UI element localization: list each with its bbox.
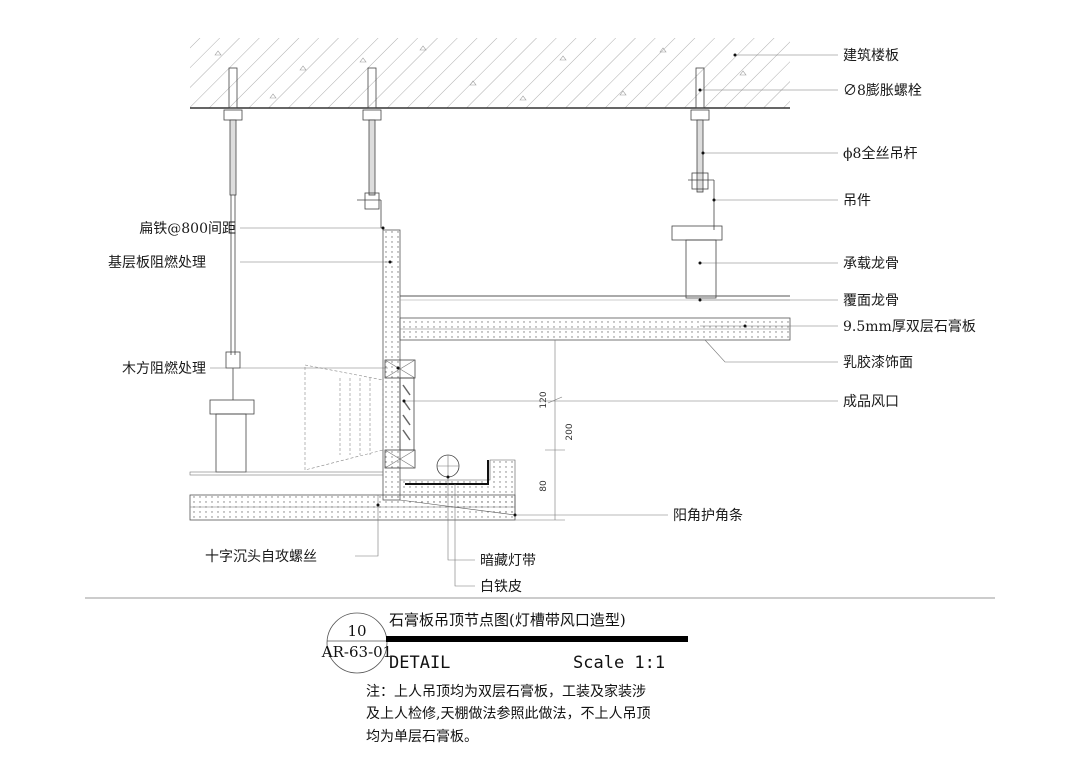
label-flat-iron: 扁铁@800间距 xyxy=(139,221,236,237)
label-latex-paint: 乳胶漆饰面 xyxy=(843,354,913,371)
detail-title: 石膏板吊顶节点图(灯槽带风口造型) xyxy=(389,611,626,629)
detail-circle xyxy=(326,612,388,674)
hanger-rods xyxy=(209,67,723,473)
detail-label: DETAIL xyxy=(389,653,450,673)
note-line-1: 注：上人吊顶均为双层石膏板，工装及家装涉 xyxy=(366,683,646,700)
label-anchor-bolt: ∅8膨胀螺栓 xyxy=(843,82,922,99)
label-gypsum-board: 9.5mm厚双层石膏板 xyxy=(843,318,976,335)
label-hidden-light: 暗藏灯带 xyxy=(480,553,536,569)
scale-label: Scale 1:1 xyxy=(573,653,665,673)
label-base-board: 基层板阻燃处理 xyxy=(108,254,206,271)
concrete-slab xyxy=(190,38,790,109)
label-corner-guard: 阳角护角条 xyxy=(673,507,743,524)
detail-number: 10 xyxy=(347,622,366,640)
title-block: 10 AR-63-01 石膏板吊顶节点图(灯槽带风口造型) DETAIL Sca… xyxy=(321,611,688,674)
leader-lines xyxy=(210,54,838,587)
ceiling-structure xyxy=(189,229,791,521)
label-vent: 成品风口 xyxy=(843,394,899,410)
label-wood-batten: 木方阻燃处理 xyxy=(122,360,206,377)
label-screw: 十字沉头自攻螺丝 xyxy=(205,549,317,565)
leader-dots xyxy=(376,53,747,517)
label-slab: 建筑楼板 xyxy=(843,48,899,64)
note-line-3: 均为单层石膏板。 xyxy=(366,728,478,745)
label-hanger: 吊件 xyxy=(843,193,871,209)
dimension-lines: 120 200 80 xyxy=(515,339,575,521)
dim-lower: 80 xyxy=(539,480,549,492)
dim-upper: 120 xyxy=(539,391,549,408)
label-threaded-rod: ϕ8全丝吊杆 xyxy=(843,145,917,162)
sheet-number: AR-63-01 xyxy=(321,643,392,661)
label-cover-keel: 覆面龙骨 xyxy=(843,293,899,309)
label-tin-sheet: 白铁皮 xyxy=(480,579,522,595)
label-main-keel: 承载龙骨 xyxy=(843,256,899,272)
dim-total: 200 xyxy=(565,423,575,440)
note-line-2: 及上人检修,天棚做法参照此做法，不上人吊顶 xyxy=(366,705,650,722)
